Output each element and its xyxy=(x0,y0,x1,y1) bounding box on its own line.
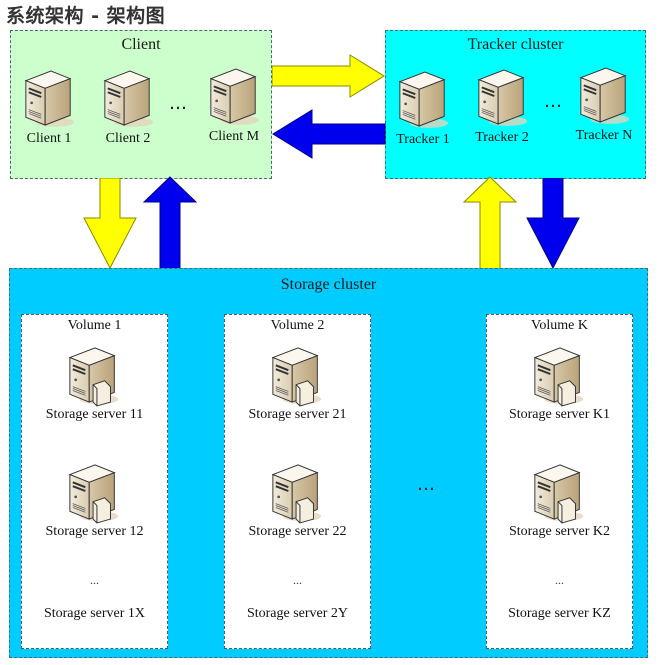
tracker-cluster-title: Tracker cluster xyxy=(467,36,564,53)
arrow-storage-to-tracker xyxy=(462,176,518,270)
server-icon xyxy=(101,67,155,129)
storage-server-node: Storage server 22 xyxy=(225,460,370,540)
client-node-label: Client 2 xyxy=(105,131,151,146)
client-node-label: Client 1 xyxy=(26,131,72,146)
tracker-node: Tracker 1 xyxy=(388,68,458,148)
ellipsis: ... xyxy=(90,573,99,587)
storage-server-label: Storage server K2 xyxy=(508,524,611,539)
tracker-cluster: Tracker cluster Tracker 1 Tracker 2 … Tr… xyxy=(385,30,646,179)
storage-server-label: Storage server KZ xyxy=(508,606,611,621)
client-node: Client 2 xyxy=(93,67,163,147)
arrow-storage-to-client xyxy=(142,176,198,270)
storage-server-icon xyxy=(269,460,327,524)
ellipsis: … xyxy=(169,93,189,114)
storage-server-icon xyxy=(269,343,327,407)
storage-server-node: Storage server K2 xyxy=(487,460,632,540)
storage-server-node: Storage server 12 xyxy=(22,460,167,540)
storage-cluster-title: Storage cluster xyxy=(280,276,377,293)
tracker-node-label: Tracker 1 xyxy=(396,132,450,147)
ellipsis: … xyxy=(544,91,564,112)
storage-server-node: Storage server 21 xyxy=(225,343,370,423)
storage-server-label: Storage server 2Y xyxy=(246,606,349,621)
tracker-node: Tracker N xyxy=(569,64,639,144)
client-node-label: Client M xyxy=(208,129,260,144)
server-icon xyxy=(475,66,529,128)
storage-server-node: Storage server 11 xyxy=(22,343,167,423)
client-group-title: Client xyxy=(121,36,161,53)
tracker-node-label: Tracker 2 xyxy=(475,130,529,145)
storage-server-label: Storage server K1 xyxy=(508,407,611,422)
volume-group: Volume 2 Storage server 21 Storage serve… xyxy=(224,314,371,649)
storage-server-node: Storage server K1 xyxy=(487,343,632,423)
storage-server-label: Storage server 12 xyxy=(45,524,144,539)
client-node: Client 1 xyxy=(14,67,84,147)
page-title: 系统架构 - 架构图 xyxy=(6,5,166,27)
storage-server-icon xyxy=(531,343,589,407)
arrow-client-to-storage xyxy=(83,178,137,270)
client-node: Client M xyxy=(199,65,269,145)
tracker-node-label: Tracker N xyxy=(575,128,633,143)
server-icon xyxy=(577,64,631,126)
server-icon xyxy=(396,68,450,130)
client-group: Client Client 1 Client 2 … Client M xyxy=(10,30,272,179)
server-icon xyxy=(22,67,76,129)
volume-title: Volume K xyxy=(531,318,588,333)
arrow-client-to-tracker xyxy=(272,54,385,98)
volume-title: Volume 1 xyxy=(67,318,122,333)
ellipsis: … xyxy=(417,474,437,495)
tracker-node: Tracker 2 xyxy=(467,66,537,146)
storage-cluster: Storage cluster … Volume 1 Storage serve… xyxy=(9,268,648,658)
storage-server-icon xyxy=(66,343,124,407)
storage-server-label: Storage server 1X xyxy=(43,606,146,621)
ellipsis: ... xyxy=(555,573,564,587)
arrow-tracker-to-client xyxy=(272,109,386,159)
storage-server-label: Storage server 11 xyxy=(45,407,144,422)
server-icon xyxy=(207,65,261,127)
storage-server-label: Storage server 21 xyxy=(248,407,347,422)
storage-server-icon xyxy=(531,460,589,524)
arrow-tracker-to-storage xyxy=(526,178,580,270)
volume-title: Volume 2 xyxy=(270,318,325,333)
volume-group: Volume 1 Storage server 11 Storage serve… xyxy=(21,314,168,649)
storage-server-label: Storage server 22 xyxy=(248,524,347,539)
ellipsis: ... xyxy=(293,573,302,587)
volume-group: Volume K Storage server K1 Storage serve… xyxy=(486,314,633,649)
storage-server-icon xyxy=(66,460,124,524)
